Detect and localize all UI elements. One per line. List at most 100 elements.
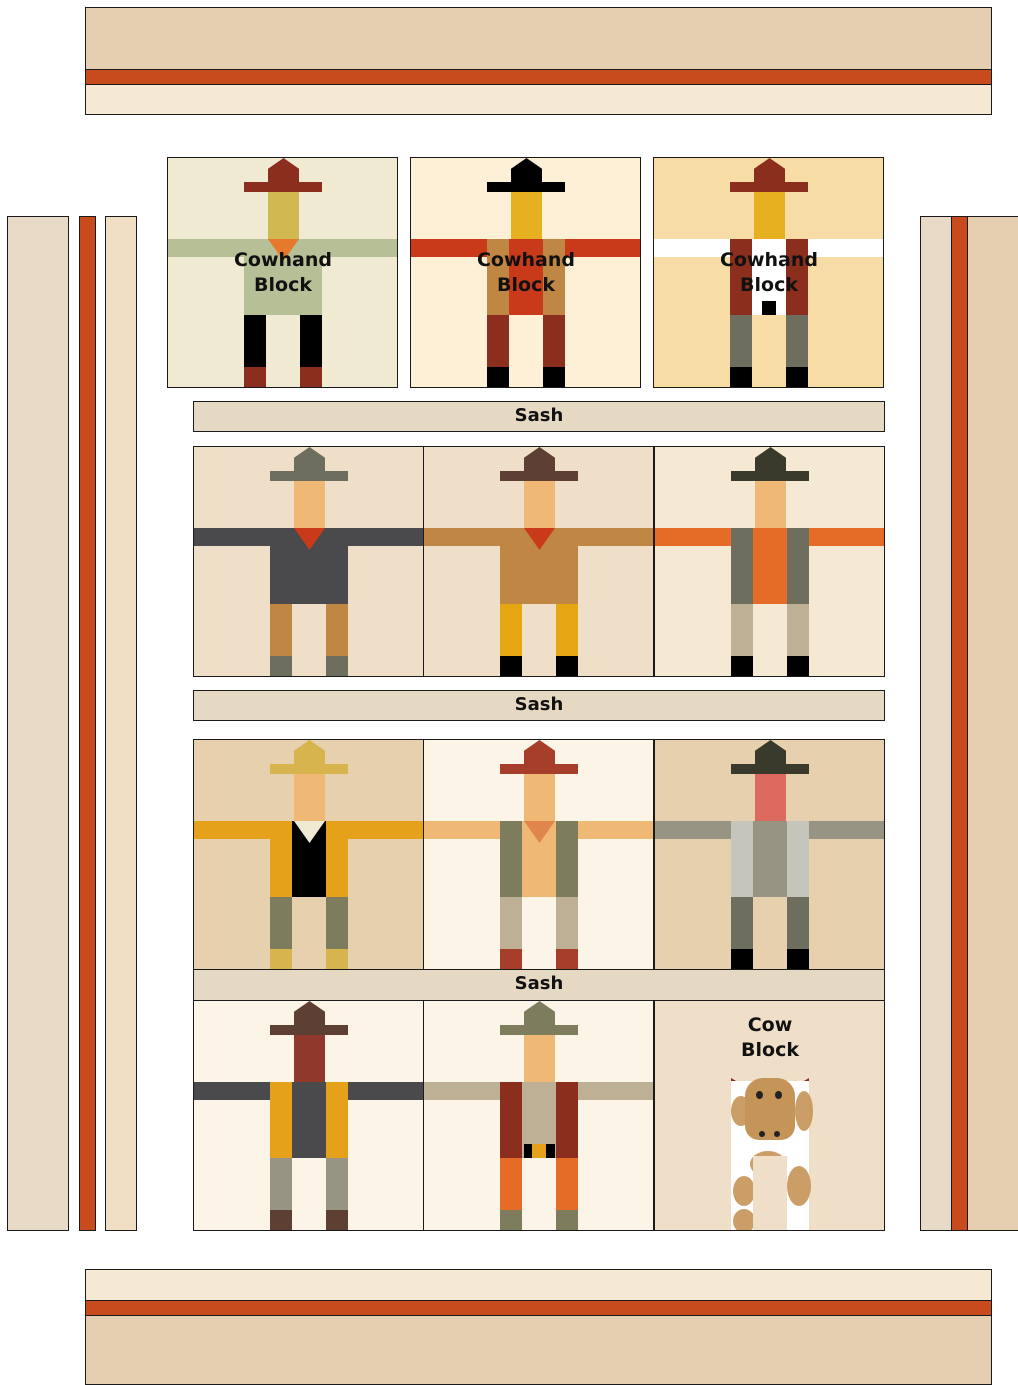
hat-crown-icon — [294, 447, 325, 471]
boot-right — [786, 367, 808, 388]
boot-right — [543, 367, 565, 388]
cow-eye-left — [756, 1091, 763, 1099]
block-label: Cow Block — [730, 1013, 810, 1063]
cow-spot — [787, 1166, 811, 1206]
hat-crown-icon — [294, 740, 325, 764]
cowhand-block — [423, 739, 654, 970]
hat-brim — [244, 182, 322, 192]
cow-nostril-right — [774, 1131, 780, 1137]
leg-left — [500, 604, 522, 656]
leg-right — [543, 315, 565, 367]
leg-left — [730, 315, 752, 367]
boot-right — [326, 656, 348, 677]
boot-left — [731, 949, 753, 970]
vest-right — [326, 1082, 348, 1158]
sash-strip-3: Sash — [193, 969, 885, 1001]
hat-crown-icon — [268, 158, 299, 182]
top-border-cream — [85, 84, 992, 115]
top-border-rust — [85, 69, 992, 85]
leg-right — [326, 604, 348, 656]
leg-left — [500, 897, 522, 949]
hat-crown-icon — [755, 740, 786, 764]
boot-right — [787, 949, 809, 970]
hat-brim — [730, 182, 808, 192]
cow-leg-gap — [753, 1156, 787, 1231]
vest-right — [556, 1082, 578, 1158]
boot-right — [556, 949, 578, 970]
face — [755, 481, 786, 528]
hat-brim — [500, 764, 578, 774]
face — [524, 1035, 555, 1082]
vest-right — [556, 821, 578, 897]
vest-right — [326, 821, 348, 897]
face — [754, 192, 785, 239]
leg-right — [787, 897, 809, 949]
vest-right — [787, 528, 809, 604]
hat-brim — [270, 764, 348, 774]
bottom-border-rust — [85, 1300, 992, 1316]
hat-brim — [731, 471, 809, 481]
leg-left — [500, 1158, 522, 1210]
leg-right — [300, 315, 322, 367]
sash-strip-1: Sash — [193, 401, 885, 432]
boot-left — [500, 656, 522, 677]
cow-spot — [795, 1091, 813, 1131]
leg-right — [556, 1158, 578, 1210]
hat-crown-icon — [524, 1001, 555, 1025]
sash-label: Sash — [515, 973, 564, 994]
right-border-outer — [967, 216, 1018, 1231]
boot-right — [326, 949, 348, 970]
hat-brim — [500, 471, 578, 481]
boot-left — [730, 367, 752, 388]
boot-right — [787, 656, 809, 677]
leg-right — [787, 604, 809, 656]
vest-left — [731, 821, 753, 897]
block-label: Cowhand Block — [714, 248, 824, 298]
leg-right — [556, 897, 578, 949]
leg-right — [326, 897, 348, 949]
cow-spot — [733, 1209, 755, 1231]
belt-buckle-center — [532, 1144, 546, 1158]
cowhand-block: Cowhand Block — [167, 157, 398, 388]
face — [294, 1035, 325, 1082]
cowhand-block — [193, 446, 424, 677]
hat-crown-icon — [755, 447, 786, 471]
boot-right — [326, 1210, 348, 1231]
boot-right — [556, 1210, 578, 1231]
vest-left — [500, 821, 522, 897]
bottom-border-cream — [85, 1269, 992, 1301]
boot-left — [487, 367, 509, 388]
left-border-rust — [79, 216, 96, 1231]
face — [524, 481, 555, 528]
hat-brim — [731, 764, 809, 774]
left-border-inner — [105, 216, 137, 1231]
cow-block: Cow Block — [654, 1000, 885, 1231]
cowhand-block: Cowhand Block — [653, 157, 884, 388]
vest-left — [500, 1082, 522, 1158]
leg-left — [270, 1158, 292, 1210]
cow-nostril-left — [759, 1131, 765, 1137]
leg-left — [731, 897, 753, 949]
cowhand-block: Cowhand Block — [410, 157, 641, 388]
hat-crown-icon — [754, 158, 785, 182]
face — [524, 774, 555, 821]
vest-right — [787, 821, 809, 897]
hat-brim — [270, 1025, 348, 1035]
top-border-light — [85, 7, 992, 70]
boot-left — [731, 656, 753, 677]
face — [294, 481, 325, 528]
right-border-rust — [951, 216, 968, 1231]
leg-left — [244, 315, 266, 367]
boot-left — [244, 367, 266, 388]
face — [268, 192, 299, 239]
sash-strip-2: Sash — [193, 690, 885, 721]
cow-spot — [733, 1176, 755, 1206]
hat-crown-icon — [524, 447, 555, 471]
belt-buckle — [762, 301, 776, 315]
vest-left — [270, 1082, 292, 1158]
leg-left — [270, 604, 292, 656]
cowhand-block — [654, 446, 885, 677]
leg-right — [556, 604, 578, 656]
cowhand-block — [193, 739, 424, 970]
hat-brim — [487, 182, 565, 192]
